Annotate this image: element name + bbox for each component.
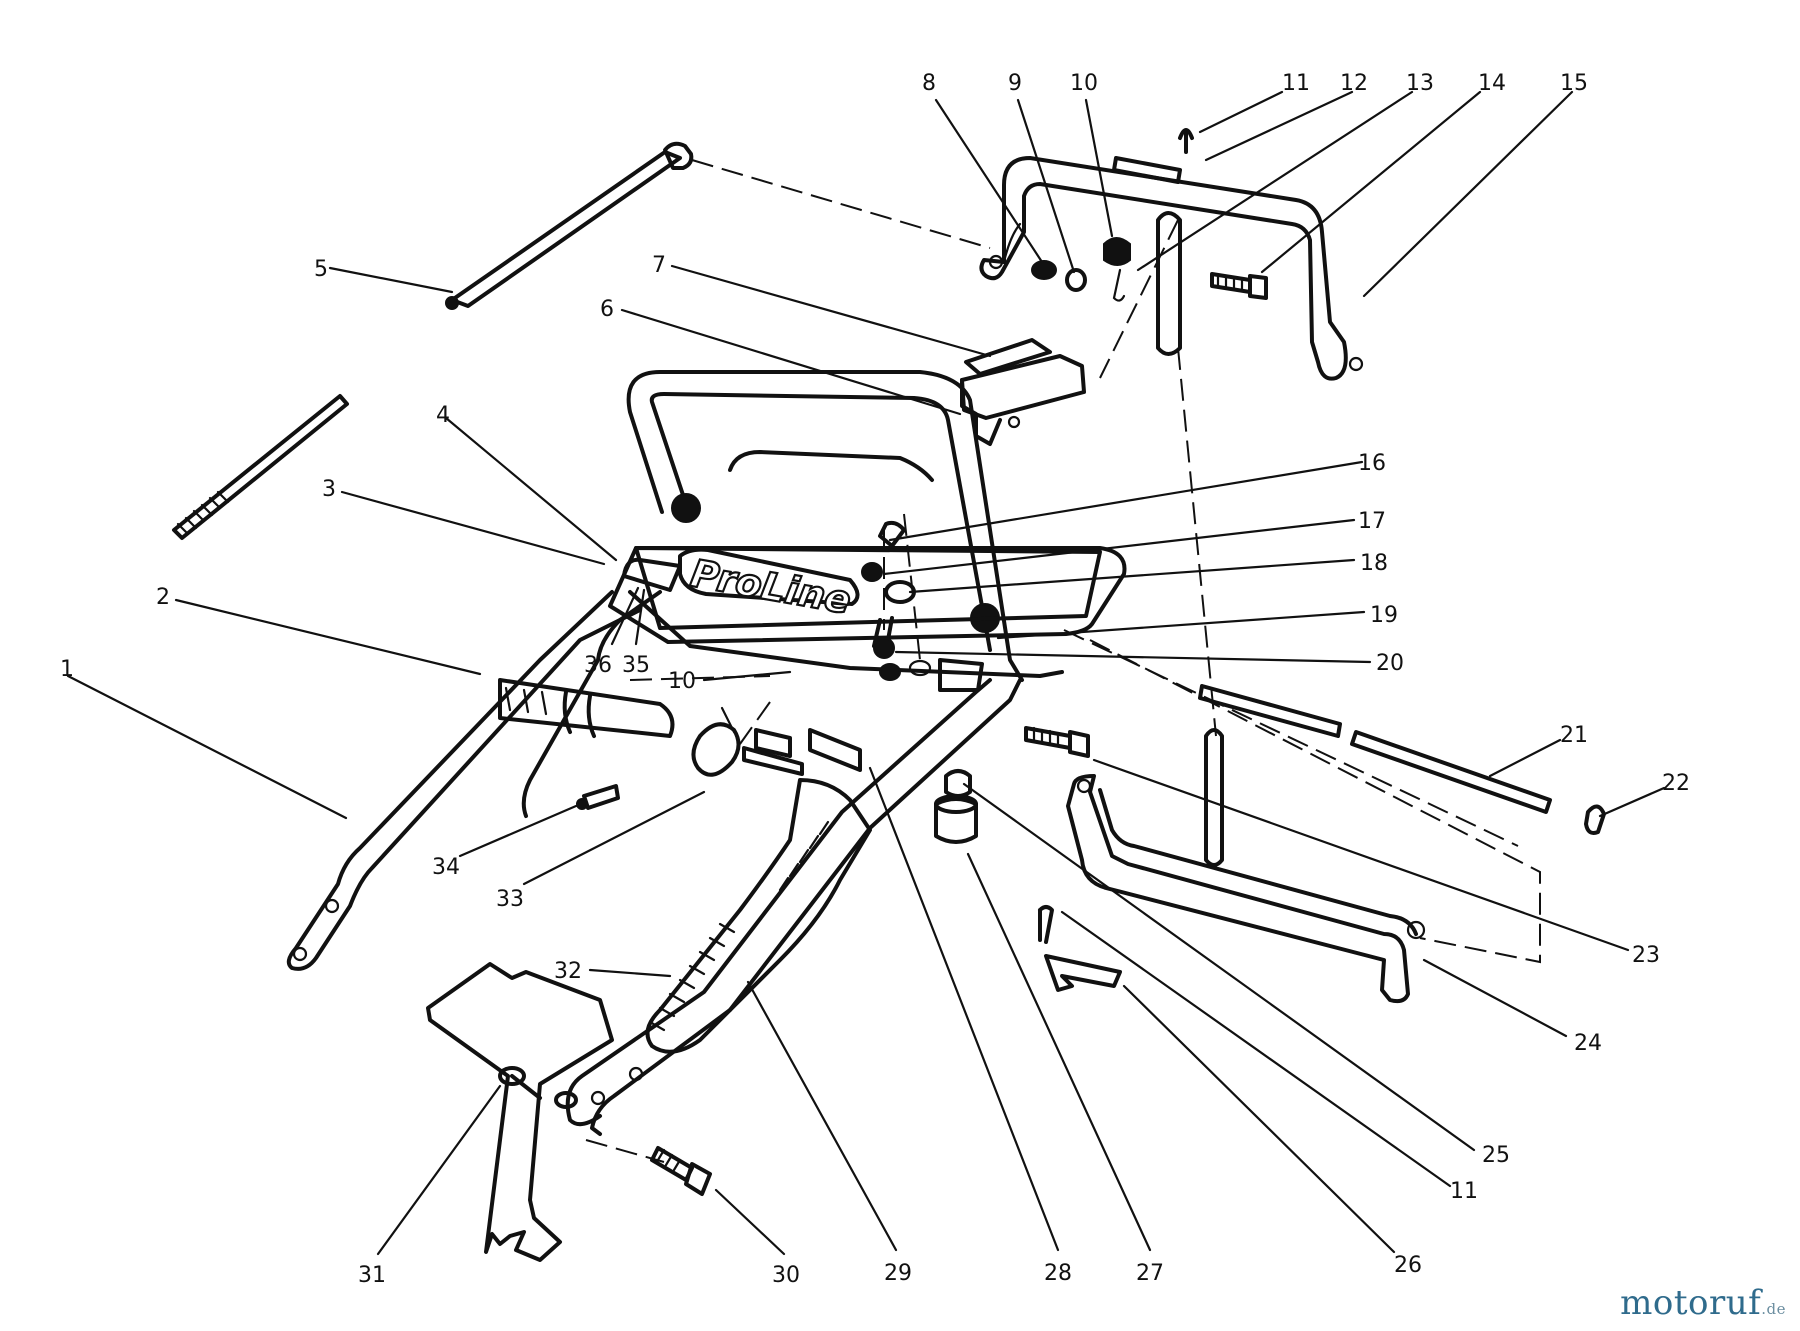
lower-handle-part xyxy=(626,370,1024,682)
right-bolt-part xyxy=(1024,726,1090,758)
callout-label: 10 xyxy=(668,669,696,694)
callout-label: 34 xyxy=(432,855,460,880)
callout-label: 2 xyxy=(156,585,170,610)
control-rod-part xyxy=(445,141,694,310)
upper-pin-part xyxy=(1112,128,1194,184)
callout-labels: 1 2 3 4 5 6 7 8 9 10 11 12 13 14 15 16 1… xyxy=(60,71,1690,1288)
watermark-logo: motoruf.de xyxy=(1620,1283,1786,1323)
bail-handle-part xyxy=(1066,774,1426,1004)
callout-label: 9 xyxy=(1008,71,1022,96)
callout-label: 3 xyxy=(322,477,336,502)
control-panel-part: ProLine xyxy=(521,546,1127,818)
upper-hardware-part xyxy=(1031,237,1131,302)
callout-label: 19 xyxy=(1370,603,1398,628)
callout-label: 7 xyxy=(652,253,666,278)
callout-label: 22 xyxy=(1662,771,1690,796)
callout-label: 1 xyxy=(60,657,74,682)
leader-lines xyxy=(66,90,1666,1256)
lower-pin-part xyxy=(1038,905,1122,992)
callout-label: 29 xyxy=(884,1261,912,1286)
mount-bracket-part xyxy=(426,962,614,1262)
callout-label: 15 xyxy=(1560,71,1588,96)
callout-label: 35 xyxy=(622,653,650,678)
callout-label: 17 xyxy=(1358,509,1386,534)
vertical-rod-part xyxy=(1204,728,1224,867)
callout-label: 4 xyxy=(436,403,450,428)
callout-label: 30 xyxy=(772,1263,800,1288)
callout-label: 8 xyxy=(922,71,936,96)
vertical-link-part xyxy=(1156,211,1182,356)
right-handle-tube-part xyxy=(565,678,1022,1136)
parts-drawing: ProLine xyxy=(172,128,1606,1262)
callout-label: 5 xyxy=(314,257,328,282)
callout-label: 12 xyxy=(1340,71,1368,96)
callout-label: 21 xyxy=(1560,723,1588,748)
cable-cylinder-part xyxy=(498,678,675,738)
callout-label: 26 xyxy=(1394,1253,1422,1278)
watermark-tld: .de xyxy=(1761,1300,1786,1318)
left-handle-bar-part xyxy=(286,590,642,971)
callout-label: 27 xyxy=(1136,1261,1164,1286)
panel-hardware-part xyxy=(622,520,984,692)
clamp-part xyxy=(576,706,741,810)
lower-bolt-part xyxy=(650,1146,712,1196)
watermark-name: motoruf xyxy=(1620,1283,1762,1323)
callout-label: 24 xyxy=(1574,1031,1602,1056)
callout-label: 23 xyxy=(1632,943,1660,968)
small-bracket-part xyxy=(742,728,862,776)
threaded-rod-part xyxy=(172,394,349,540)
callout-label: 36 xyxy=(584,653,612,678)
spacer-part xyxy=(934,769,978,844)
callout-label: 13 xyxy=(1406,71,1434,96)
callout-label: 10 xyxy=(1070,71,1098,96)
callout-label: 28 xyxy=(1044,1261,1072,1286)
callout-label: 11 xyxy=(1450,1179,1478,1204)
callout-label: 16 xyxy=(1358,451,1386,476)
callout-label: 11 xyxy=(1282,71,1310,96)
right-rod-part xyxy=(1198,684,1606,835)
callout-label: 32 xyxy=(554,959,582,984)
callout-label: 31 xyxy=(358,1263,386,1288)
bracket-part xyxy=(960,338,1086,446)
callout-label: 25 xyxy=(1482,1143,1510,1168)
callout-label: 6 xyxy=(600,297,614,322)
callout-label: 33 xyxy=(496,887,524,912)
callout-label: 18 xyxy=(1360,551,1388,576)
upper-bolt-part xyxy=(1210,272,1268,300)
callout-label: 14 xyxy=(1478,71,1506,96)
callout-label: 20 xyxy=(1376,651,1404,676)
